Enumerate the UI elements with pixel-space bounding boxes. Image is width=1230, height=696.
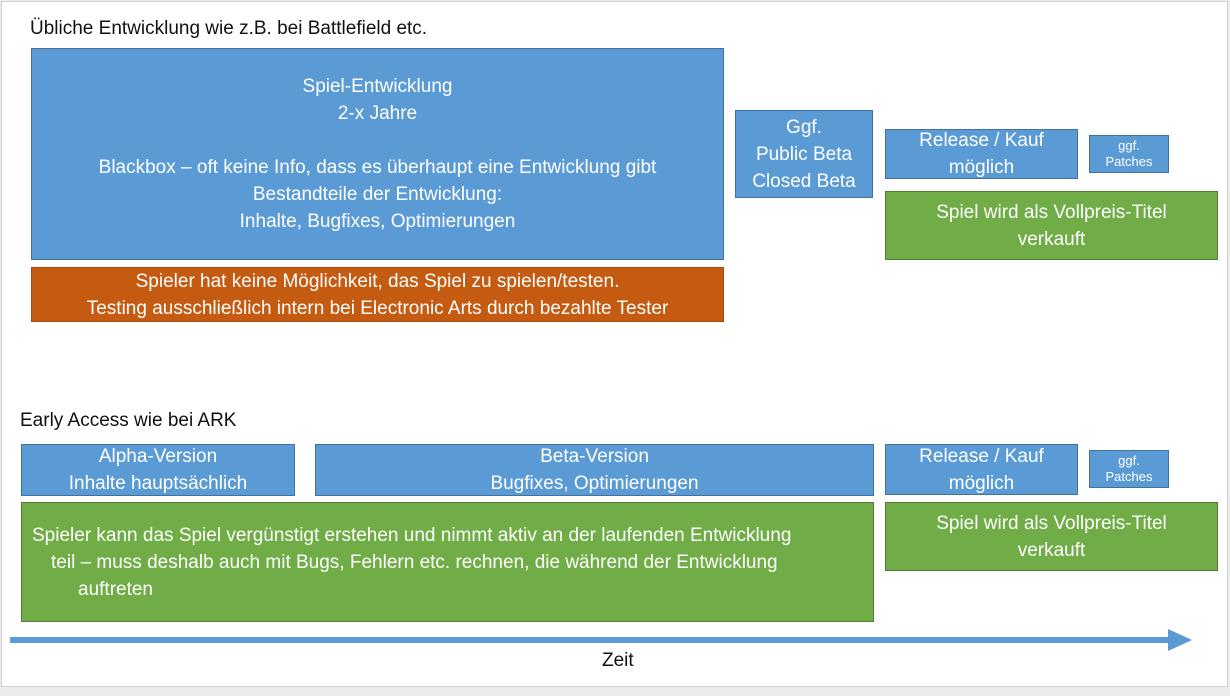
- beta-line3: Closed Beta: [752, 170, 856, 192]
- release-box-2: Release / Kauf möglich: [885, 444, 1078, 495]
- release-line1: Release / Kauf: [919, 130, 1044, 151]
- timeline-label: Zeit: [602, 650, 634, 671]
- timeline-arrow: [10, 629, 1192, 651]
- player-no-access-line2: Testing ausschließlich intern bei Electr…: [86, 297, 669, 319]
- early-access-line1: Spieler kann das Spiel vergünstigt erste…: [32, 524, 792, 546]
- full-price2-line2: verkauft: [1017, 539, 1086, 561]
- beta-version-line2: Bugfixes, Optimierungen: [490, 473, 699, 494]
- full-price-box-2: Spiel wird als Vollpreis-Titel verkauft: [885, 502, 1218, 571]
- development-box: Spiel-Entwicklung 2-x Jahre Blackbox – o…: [31, 48, 724, 260]
- timeline-arrow-head: [1168, 629, 1192, 651]
- release2-line2: möglich: [948, 472, 1015, 494]
- player-no-access-line1: Spieler hat keine Möglichkeit, das Spiel…: [135, 270, 620, 292]
- section1-heading: Übliche Entwicklung wie z.B. bei Battlef…: [30, 18, 428, 39]
- player-no-access-box: Spieler hat keine Möglichkeit, das Spiel…: [31, 267, 724, 322]
- development-title: Spiel-Entwicklung: [302, 76, 453, 97]
- patches-line1: ggf.: [1118, 138, 1140, 153]
- early-access-line3: auftreten: [78, 578, 153, 600]
- full-price-line2: verkauft: [1017, 228, 1086, 250]
- patches2-line2: Patches: [1105, 469, 1153, 484]
- section2-heading: Early Access wie bei ARK: [20, 410, 237, 431]
- beta-box: Ggf. Public Beta Closed Beta: [735, 110, 873, 198]
- early-access-player-box: Spieler kann das Spiel vergünstigt erste…: [21, 502, 874, 622]
- patches2-line1: ggf.: [1118, 453, 1140, 468]
- alpha-box: Alpha-Version Inhalte hauptsächlich: [21, 444, 295, 496]
- release2-line1: Release / Kauf: [919, 445, 1044, 467]
- full-price-line1: Spiel wird als Vollpreis-Titel: [936, 201, 1167, 223]
- patches-box-2: ggf. Patches: [1089, 450, 1169, 488]
- early-access-line2: teil – muss deshalb auch mit Bugs, Fehle…: [51, 551, 778, 573]
- release-box-1: Release / Kauf möglich: [885, 129, 1078, 179]
- beta-line2: Public Beta: [755, 143, 853, 165]
- release-line2: möglich: [948, 157, 1015, 178]
- beta-version-box: Beta-Version Bugfixes, Optimierungen: [315, 444, 874, 496]
- development-duration: 2-x Jahre: [337, 103, 418, 124]
- alpha-line2: Inhalte hauptsächlich: [68, 473, 248, 494]
- development-components-label: Bestandteile der Entwicklung:: [252, 184, 503, 205]
- development-blackbox: Blackbox – oft keine Info, dass es überh…: [98, 157, 657, 178]
- full-price2-line1: Spiel wird als Vollpreis-Titel: [936, 512, 1167, 534]
- patches-line2: Patches: [1105, 154, 1153, 169]
- patches-box-1: ggf. Patches: [1089, 135, 1169, 173]
- development-components: Inhalte, Bugfixes, Optimierungen: [239, 211, 516, 232]
- beta-line1: Ggf.: [786, 116, 822, 138]
- beta-version-line1: Beta-Version: [540, 446, 649, 467]
- alpha-line1: Alpha-Version: [98, 446, 218, 467]
- timeline-arrow-shaft: [10, 637, 1170, 643]
- full-price-box-1: Spiel wird als Vollpreis-Titel verkauft: [885, 191, 1218, 260]
